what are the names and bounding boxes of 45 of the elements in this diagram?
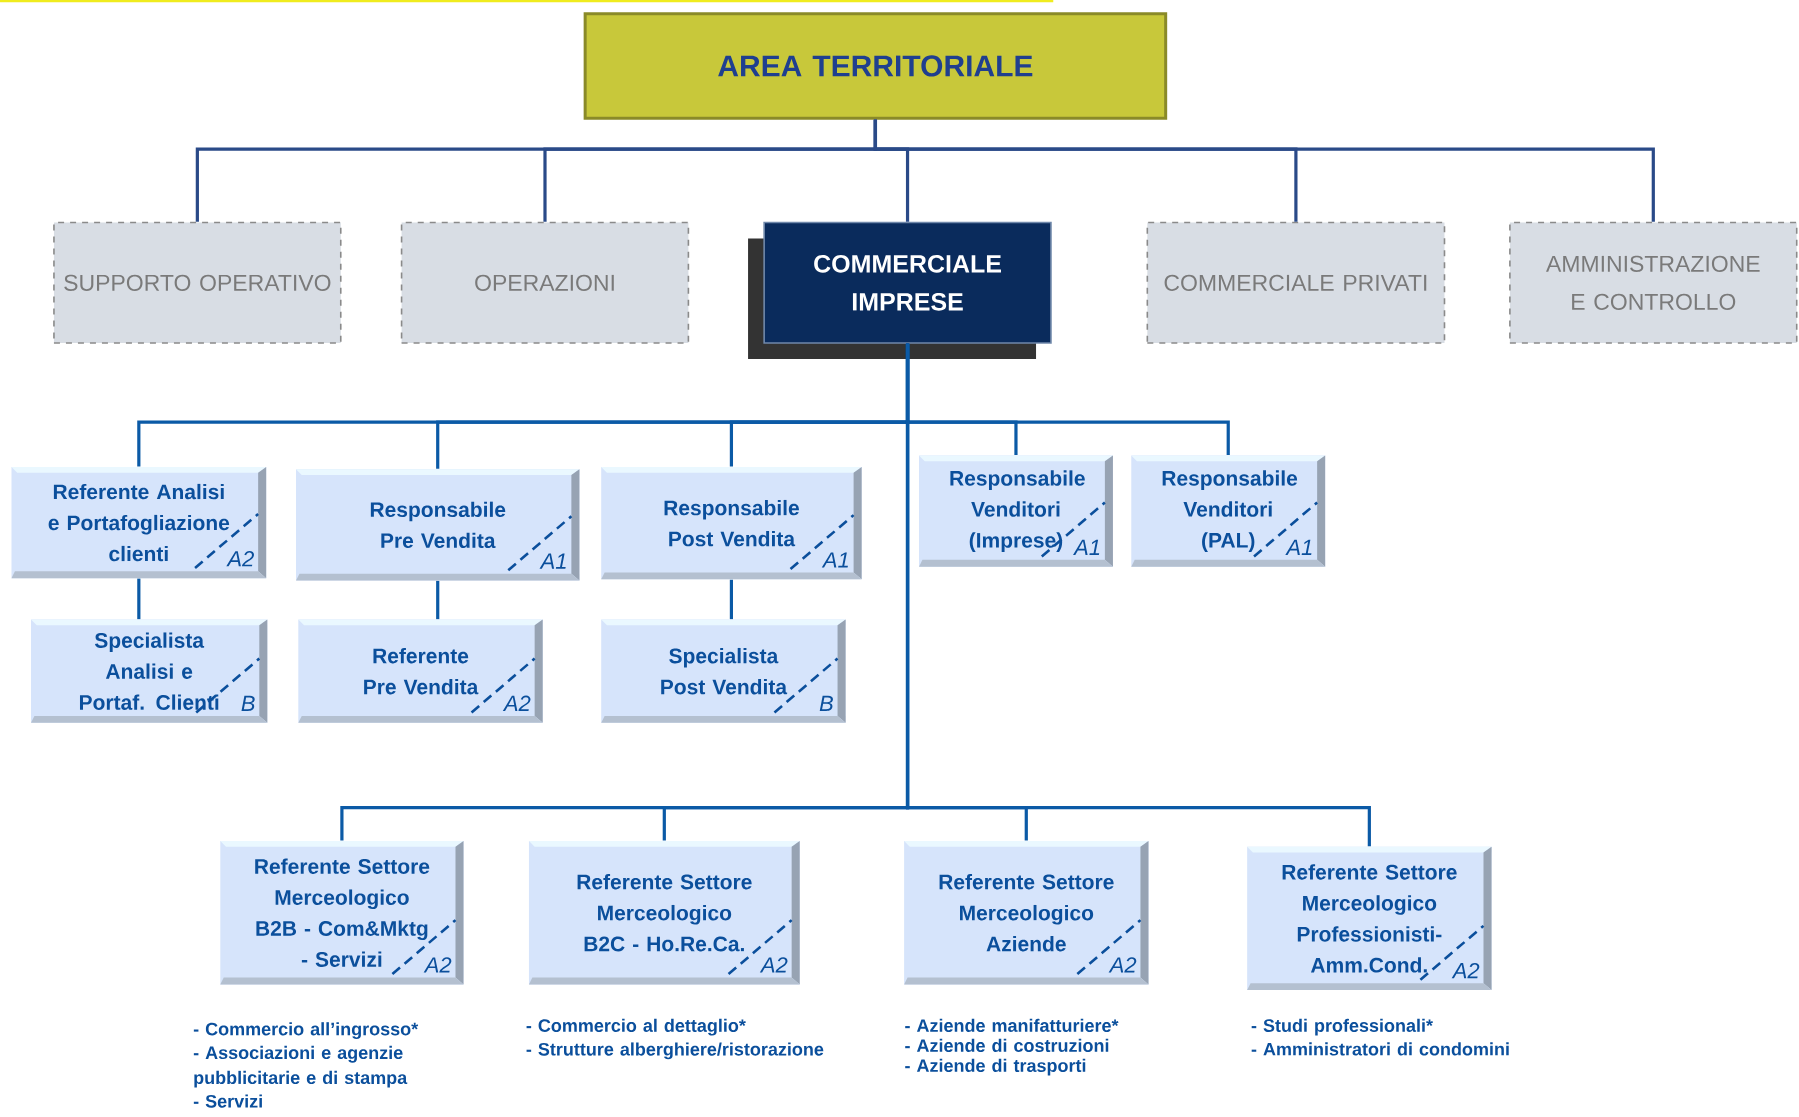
role-box: Responsabile Venditori (Imprese) A1: [919, 455, 1113, 567]
bullet-item: - Aziende di costruzioni: [905, 1038, 1109, 1052]
grade-label: B: [241, 695, 255, 711]
bullet-item: - Aziende manifatturiere*: [905, 1018, 1119, 1032]
department-box: SUPPORTO OPERATIVO: [53, 221, 342, 344]
title-box: AREA TERRITORIALE: [583, 12, 1168, 120]
role-box: Referente Settore Merceologico Professionisti- Amm.Cond. A2: [1247, 846, 1492, 990]
role-box: Referente Analisi e Portafogliazione clienti A2: [11, 466, 267, 578]
grade-label: A2: [1108, 956, 1137, 973]
connector-line: [137, 578, 141, 619]
connector-line: [873, 119, 1655, 222]
bullet-item: - Associazioni e agenzie pubblicitarie e di stampa: [193, 1045, 408, 1088]
bullet-item: - Aziende di trasporti: [905, 1058, 1086, 1076]
grade-label: B: [819, 695, 833, 711]
grade-label: A1: [539, 553, 566, 569]
role-box: Responsabile Post Vendita A1: [601, 466, 862, 580]
bullet-item: - Commercio all’ingrosso*: [193, 1021, 419, 1039]
grade-label: A2: [423, 956, 452, 973]
department-box: COMMERCIALE IMPRESE: [748, 221, 1052, 359]
connector-line: [436, 580, 440, 619]
role-box: Specialista Post Vendita B: [601, 619, 846, 723]
grade-label: A1: [1073, 539, 1100, 555]
role-box: Responsabile Pre Vendita A1: [296, 469, 580, 581]
bullet-item: - Servizi: [193, 1094, 262, 1108]
grade-label: A2: [1451, 962, 1480, 978]
bullet-item: - Studi professionali*: [1251, 1018, 1433, 1036]
role-box: Referente Pre Vendita A2: [298, 619, 543, 723]
role-box: Specialista Analisi e Portaf. Clienti B: [31, 619, 268, 723]
bullet-item: - Commercio al dettaglio*: [526, 1018, 746, 1036]
role-box: Responsabile Venditori (PAL) A1: [1131, 455, 1326, 567]
grade-label: A2: [759, 956, 788, 973]
department-box: COMMERCIALE PRIVATI: [1146, 221, 1446, 344]
role-box: Referente Settore Merceologico B2B - Com&Mktg - Servizi A2: [220, 840, 464, 985]
grade-label: A2: [226, 550, 254, 567]
bullet-item: - Amministratori di condomini: [1251, 1042, 1509, 1056]
department-box: AMMINISTRAZIONE E CONTROLLO: [1509, 221, 1798, 344]
role-box: Referente Settore Merceologico B2C - Ho.Re.Ca. A2: [528, 840, 800, 985]
connector-line: [905, 343, 1371, 847]
grade-label: A1: [1285, 539, 1312, 555]
role-box: Referente Settore Merceologico Aziende A2: [904, 840, 1149, 985]
department-box: OPERAZIONI: [400, 221, 690, 344]
grade-label: A2: [502, 695, 531, 711]
bullet-item: - Strutture alberghiere/ristorazione: [526, 1042, 824, 1060]
grade-label: A1: [821, 552, 848, 568]
connector-line: [729, 579, 733, 619]
